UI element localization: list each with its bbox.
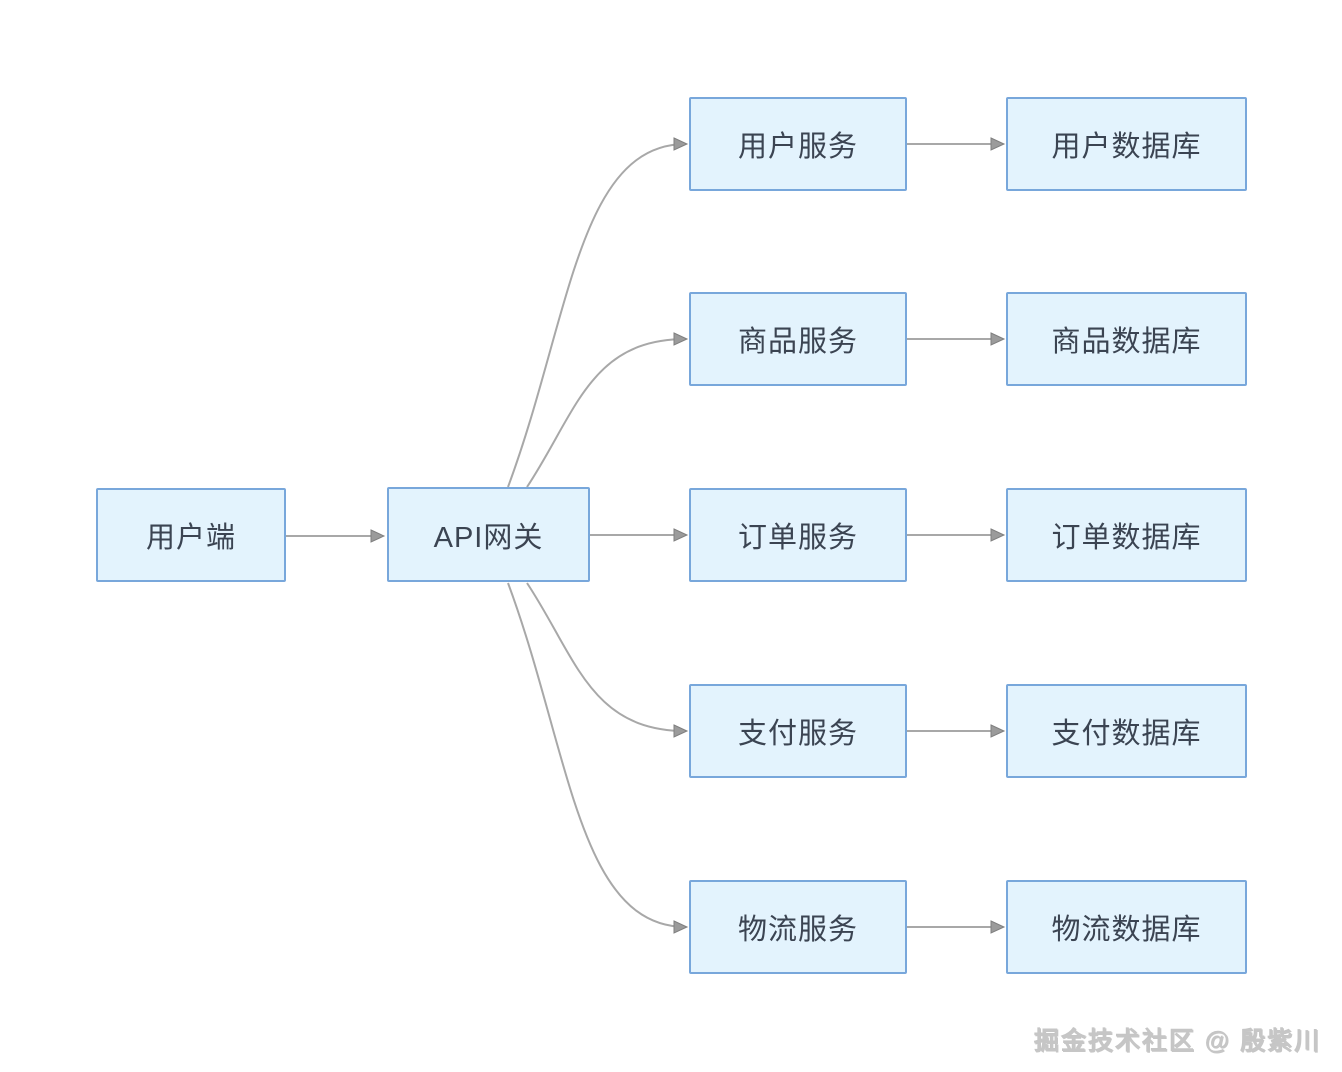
watermark-text: 掘金技术社区 @ 殷紫川 [1034, 1028, 1322, 1056]
edge-gateway-product-service [526, 332, 689, 488]
service-node-order: 订单服务 [689, 488, 907, 582]
edge-gateway-logistics-service [507, 582, 689, 934]
service-node-product: 商品服务 [689, 292, 907, 386]
service-node-user: 用户服务 [689, 97, 907, 191]
service-node-logistics: 物流服务 [689, 880, 907, 974]
api-gateway-node: API网关 [387, 487, 590, 582]
db-node-product: 商品数据库 [1006, 292, 1247, 386]
db-node-order: 订单数据库 [1006, 488, 1247, 582]
db-node-payment: 支付数据库 [1006, 684, 1247, 778]
db-node-user: 用户数据库 [1006, 97, 1247, 191]
service-node-payment: 支付服务 [689, 684, 907, 778]
edge-gateway-user-service [507, 137, 689, 488]
client-node: 用户端 [96, 488, 286, 582]
edge-gateway-payment-service [526, 582, 689, 738]
db-node-logistics: 物流数据库 [1006, 880, 1247, 974]
